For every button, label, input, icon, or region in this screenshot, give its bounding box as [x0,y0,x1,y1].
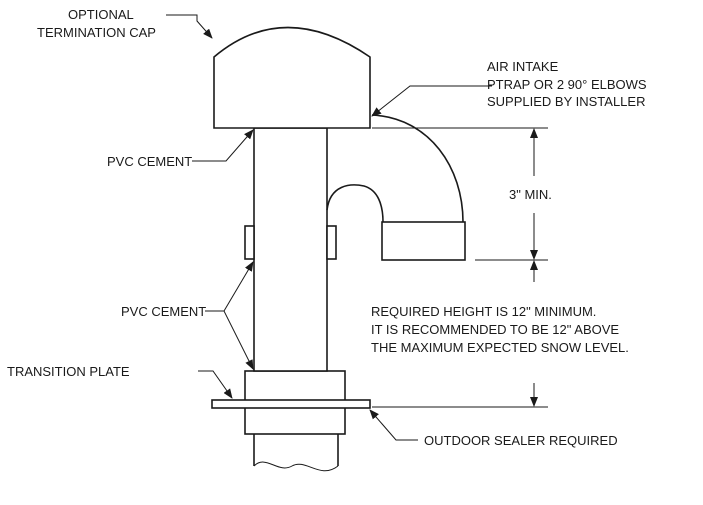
label-pvc-cement-top: PVC CEMENT [107,154,192,169]
label-required-height-2: IT IS RECOMMENDED TO BE 12" ABOVE [371,322,619,337]
label-three-inch-min: 3" MIN. [509,187,552,202]
dimension-required-height [372,260,548,408]
label-pvc-cement-mid: PVC CEMENT [121,304,206,319]
label-air-intake-2: PTRAP OR 2 90° ELBOWS [487,77,647,92]
label-outdoor-sealer: OUTDOOR SEALER REQUIRED [424,433,618,448]
label-air-intake-3: SUPPLIED BY INSTALLER [487,94,645,109]
label-air-intake-1: AIR INTAKE [487,59,559,74]
air-intake-elbow [326,114,466,261]
dimension-3in [372,127,548,261]
label-required-height-1: REQUIRED HEIGHT IS 12" MINIMUM. [371,304,596,319]
label-required-height-3: THE MAXIMUM EXPECTED SNOW LEVEL. [371,340,629,355]
label-optional-termination-cap-2: TERMINATION CAP [37,25,156,40]
pipe-coupling [244,225,337,260]
label-transition-plate: TRANSITION PLATE [7,364,130,379]
label-optional-termination-cap-1: OPTIONAL [68,7,134,22]
vent-pipe [253,127,328,372]
termination-cap [213,26,371,129]
lower-pipe [253,434,339,472]
leader-lines [166,14,492,441]
transition-plate [211,399,371,409]
